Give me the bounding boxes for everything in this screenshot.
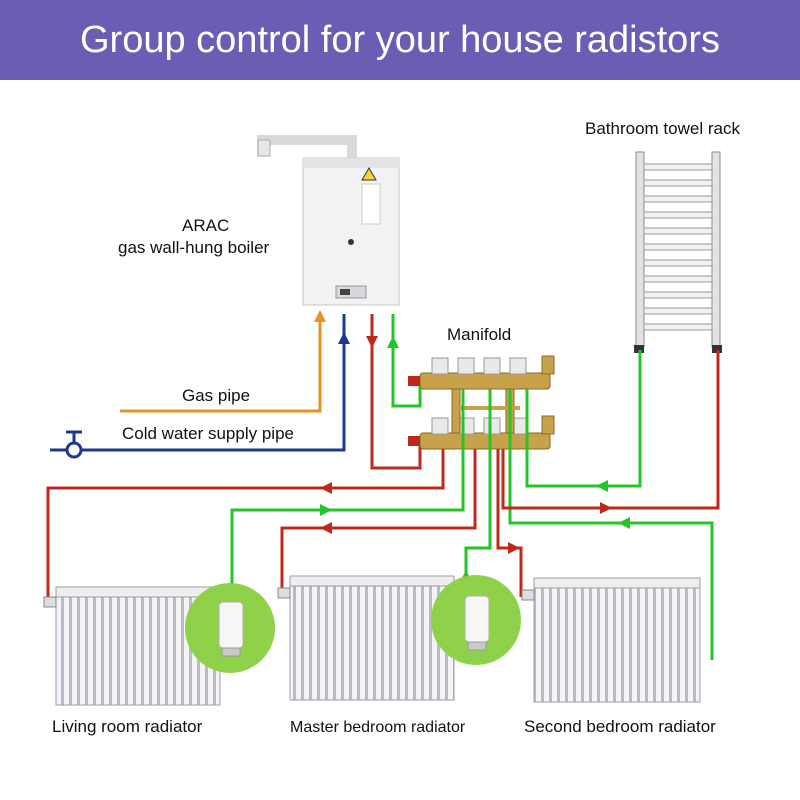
- thermostat-valve-icon: [431, 575, 521, 665]
- title-banner: Group control for your house radistors: [0, 0, 800, 80]
- gas-boiler: [257, 135, 400, 306]
- second-bedroom-radiator: [521, 577, 701, 703]
- towel-rack-label: Bathroom towel rack: [585, 119, 740, 138]
- manifold-assembly: [408, 355, 555, 450]
- second-bedroom-label: Second bedroom radiator: [524, 717, 716, 736]
- towel-rack: [634, 151, 722, 353]
- master-bedroom-label: Master bedroom radiator: [290, 719, 466, 736]
- master-bedroom-radiator: [277, 575, 455, 701]
- boiler-label-line2: gas wall-hung boiler: [118, 238, 270, 257]
- gas-pipe-label: Gas pipe: [182, 386, 251, 405]
- manifold-label: Manifold: [447, 325, 512, 344]
- page-title: Group control for your house radistors: [80, 19, 720, 61]
- living-room-label: Living room radiator: [52, 717, 203, 736]
- thermostat-valve-icon: [185, 583, 275, 673]
- cold-water-label: Cold water supply pipe: [122, 424, 294, 443]
- boiler-label-line1: ARAC: [182, 216, 230, 235]
